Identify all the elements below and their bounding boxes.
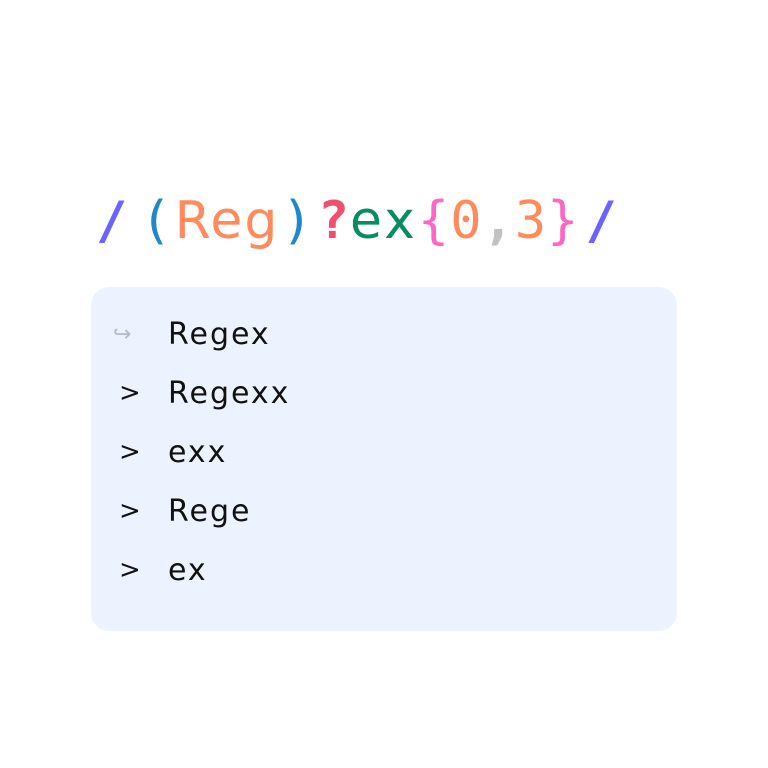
regex-quantifier-min: 0 xyxy=(450,191,483,251)
regex-quantifier-close: } xyxy=(547,191,580,251)
match-text: Regexx xyxy=(168,375,291,411)
chevron-right-icon: > xyxy=(119,378,141,408)
regex-optional-quantifier: ? xyxy=(317,191,351,251)
regex-group-close: ) xyxy=(281,191,314,251)
regex-quantifier-open: { xyxy=(417,191,451,251)
regex-literal-ex: ex xyxy=(350,191,418,251)
matches-panel: ↪ Regex > Regexx > exx > Rege > ex xyxy=(91,287,677,631)
chevron-right-icon: > xyxy=(119,437,141,467)
regex-delimiter-close: / xyxy=(585,191,618,251)
regex-literal-reg: Reg xyxy=(174,191,280,251)
match-text: Regex xyxy=(168,316,271,352)
regex-pattern: / ( Reg ) ? ex { 0 , 3 } / xyxy=(96,186,618,256)
match-text: ex xyxy=(168,552,208,588)
match-text: exx xyxy=(168,434,228,470)
chevron-right-icon: > xyxy=(119,555,141,585)
regex-quantifier-max: 3 xyxy=(514,191,548,251)
regex-quantifier-separator: , xyxy=(482,191,515,251)
return-arrow-icon: ↪ xyxy=(113,321,132,347)
match-text: Rege xyxy=(168,493,252,529)
regex-group-open: ( xyxy=(140,191,173,251)
chevron-right-icon: > xyxy=(119,496,141,526)
regex-delimiter-open: / xyxy=(96,191,129,251)
